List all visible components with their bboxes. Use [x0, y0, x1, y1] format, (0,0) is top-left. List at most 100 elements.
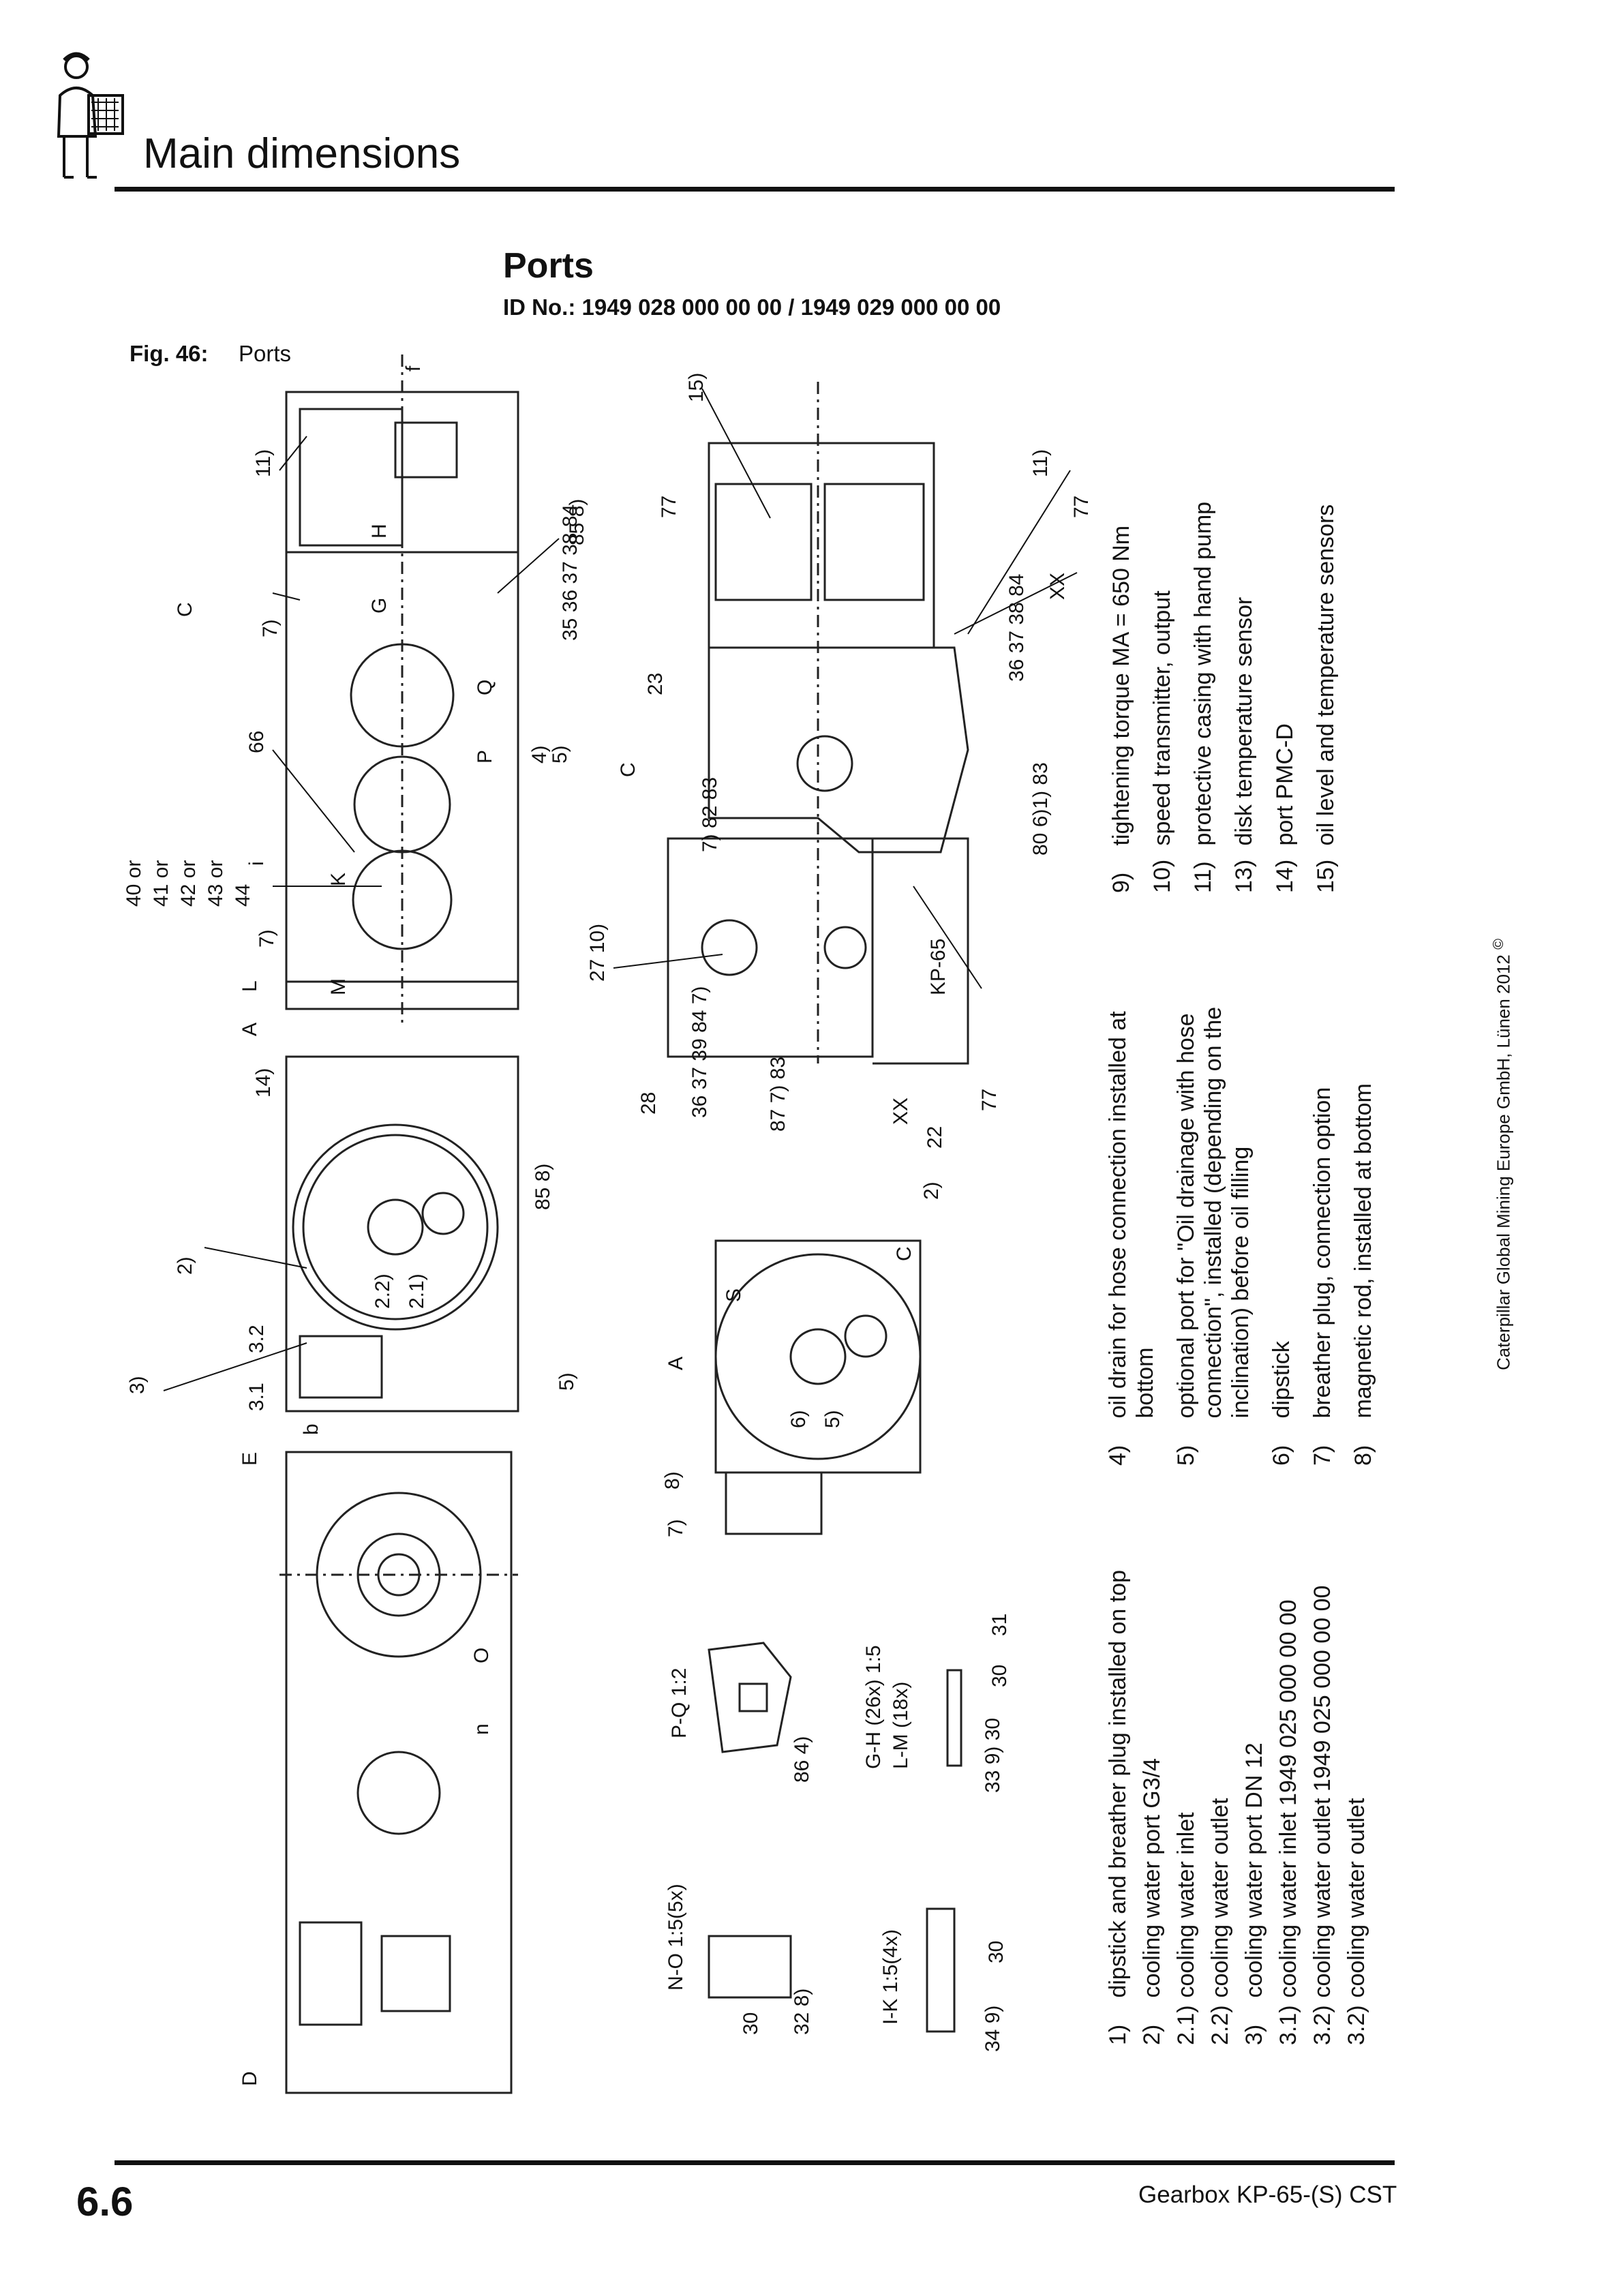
callout-c-housing: C — [617, 762, 639, 777]
section-mark-n: n — [470, 1723, 493, 1735]
callout-7b: 7) — [256, 929, 278, 948]
section-mark-k: K — [327, 872, 350, 886]
legend-item-13: 13) disk temperature sensor — [1231, 596, 1257, 893]
legend-item-5-cont1: connection", installed (depending on the — [1200, 1006, 1226, 1419]
section-mark-m: M — [327, 978, 350, 995]
housing-view — [708, 442, 935, 649]
footer-rule — [115, 2160, 1395, 2165]
legend-item-4-cont: bottom — [1132, 1347, 1158, 1419]
detail-ik-label: I-K 1:5(4x) — [879, 1929, 902, 2025]
gearbox-side-view — [285, 1451, 513, 2094]
legend-item-15: 15) oil level and temperature sensors — [1313, 504, 1339, 893]
callout-82-83: 7) 82 83 — [699, 776, 721, 852]
technician-icon — [57, 52, 124, 179]
callout-c-end: C — [893, 1246, 915, 1261]
callout-36-84: 36 37 38 84 — [1005, 573, 1028, 682]
legend-item-2-2: 2.2) cooling water outlet — [1207, 1798, 1233, 2045]
callout-2b: 2) — [920, 1181, 943, 1200]
detail-gh-label: G-H (26x) 1:5 — [862, 1645, 885, 1769]
section-mark-q: Q — [474, 679, 496, 695]
legend-item-2: 2) cooling water port G3/4 — [1139, 1758, 1165, 2045]
callout-kp65: KP-65 — [927, 938, 950, 995]
legend-item-14: 14) port PMC-D — [1272, 723, 1298, 893]
callout-33-9: 33 9) 30 — [982, 1717, 1004, 1793]
section-mark-l: L — [239, 980, 261, 992]
section-mark-o: O — [470, 1647, 493, 1663]
callout-5: 5) — [549, 745, 571, 764]
callout-xx: XX — [1046, 572, 1069, 600]
callout-66: 66 — [245, 730, 268, 753]
callout-28: 28 — [637, 1091, 660, 1115]
callout-15: 15) — [685, 372, 708, 402]
callout-31: 31 — [988, 1613, 1011, 1636]
callout-30c: 30 — [985, 1940, 1007, 1963]
detail-no — [708, 1935, 792, 1999]
legend-item-6: 6) dipstick — [1269, 1341, 1294, 1466]
legend-item-8: 8) magnetic rod, installed at bottom — [1350, 1083, 1376, 1466]
callout-11: 11) — [252, 449, 275, 477]
callout-85-8b: 85 8) — [532, 1163, 554, 1210]
callout-14: 14) — [252, 1068, 275, 1098]
callout-41or: 41 or — [150, 860, 172, 907]
legend-item-3-2a: 3.2) cooling water outlet 1949 025 000 0… — [1309, 1585, 1335, 2045]
callout-6: 6) — [787, 1410, 810, 1428]
callout-30b: 30 — [740, 2012, 762, 2035]
callout-27-10: 27 10) — [586, 923, 609, 982]
callout-5b: 5) — [556, 1372, 578, 1391]
page-title: Main dimensions — [143, 130, 461, 177]
product-name: Gearbox KP-65-(S) CST — [1138, 2181, 1397, 2208]
callout-3: 3) — [126, 1376, 149, 1394]
callout-86-4: 86 4) — [791, 1736, 813, 1783]
callout-30: 30 — [988, 1664, 1011, 1687]
section-mark-c: C — [174, 602, 196, 617]
section-mark-e: E — [239, 1451, 261, 1466]
header-rule — [115, 187, 1395, 192]
figure-caption: Ports — [239, 341, 292, 366]
section-mark-h: H — [368, 524, 391, 539]
section-mark-b: b — [300, 1423, 322, 1435]
callout-2-2: 2.2) — [371, 1273, 394, 1309]
detail-gh — [946, 1669, 962, 1767]
callout-23: 23 — [644, 672, 667, 695]
callout-2-1: 2.1) — [406, 1273, 428, 1309]
legend-item-1: 1) dipstick and breather plug installed … — [1105, 1570, 1131, 2045]
callout-77c: 77 — [978, 1088, 1001, 1111]
section-mark-f: f — [402, 365, 425, 372]
callout-22: 22 — [924, 1126, 946, 1149]
callout-xx-b: XX — [890, 1097, 912, 1125]
callout-87-83: 87 7) 83 — [767, 1056, 789, 1132]
callout-4: 4) — [528, 745, 551, 764]
callout-40or: 40 or — [123, 860, 145, 907]
detail-pq-label: P-Q 1:2 — [668, 1667, 691, 1738]
callout-2: 2) — [174, 1256, 196, 1275]
section-mark-g: G — [368, 597, 391, 614]
detail-ik — [926, 1907, 956, 2033]
callout-43or: 43 or — [204, 860, 227, 907]
copyright-text: Caterpillar Global Mining Europe GmbH, L… — [1489, 938, 1514, 1370]
callout-35-84: 35 36 37 38 84 — [559, 504, 581, 641]
section-mark-i: i — [245, 861, 268, 866]
section-mark-p: P — [474, 749, 496, 764]
legend-item-3-1: 3.1) cooling water inlet 1949 025 000 00… — [1275, 1599, 1301, 2045]
legend-item-3-2b: 3.2) cooling water outlet — [1344, 1798, 1369, 2045]
detail-no-label: N-O 1:5(5x) — [665, 1884, 687, 1991]
callout-77b: 77 — [1070, 495, 1093, 518]
callout-80-83: 80 6)1) 83 — [1029, 762, 1052, 856]
callout-34-9: 34 9) — [982, 2005, 1004, 2052]
callout-5c: 5) — [821, 1410, 844, 1428]
callout-36-39: 36 37 39 84 7) — [688, 986, 711, 1119]
legend-item-10: 10) speed transmitter, output — [1149, 590, 1175, 893]
housing-end-view — [714, 1239, 922, 1474]
callout-11b: 11) — [1029, 449, 1052, 477]
callout-32-8: 32 8) — [791, 1988, 813, 2035]
section-title: Ports — [503, 246, 594, 286]
legend-item-5-cont2: inclination) before oil filling — [1228, 1146, 1254, 1419]
detail-pq — [708, 1642, 792, 1753]
legend-item-11: 11) protective casing with hand pump — [1190, 501, 1216, 893]
gearbox-end-view — [285, 1055, 519, 1413]
callout-8: 8) — [661, 1471, 684, 1490]
callout-44: 44 — [232, 883, 254, 907]
callout-3-1: 3.1 — [245, 1383, 268, 1411]
legend-item-3: 3) cooling water port DN 12 — [1241, 1742, 1267, 2045]
